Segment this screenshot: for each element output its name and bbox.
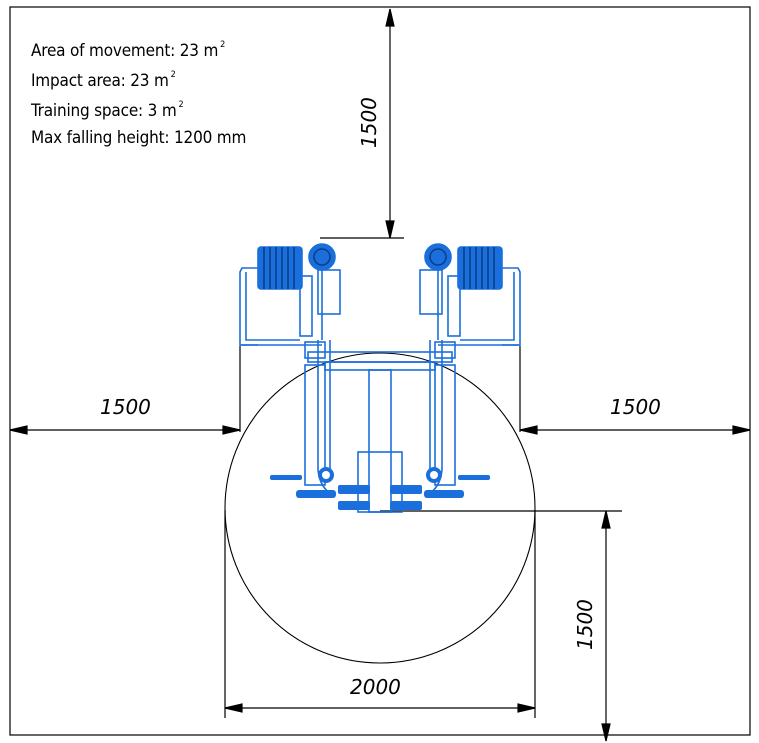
bottom-diameter-dimension [224,510,536,718]
bottom-diameter-label: 2000 [350,675,401,699]
left-dimension-label: 1500 [100,395,151,419]
left-weight-plates [257,246,303,290]
area-of-movement-exponent: 2 [220,40,226,50]
drawing-border [9,6,751,736]
top-dimension-label: 1500 [357,97,381,148]
training-space-exponent: 2 [178,100,184,110]
max-falling-height-text: Max falling height: 1200 mm [31,128,247,148]
impact-area-circle [224,352,536,664]
area-of-movement-text: Area of movement: 23 m [31,41,219,61]
left-dimension [9,346,241,435]
bottom-right-dimension-label: 1500 [573,599,597,650]
right-dimension [519,346,751,435]
fitness-equipment [239,243,521,513]
right-weight-plates [457,246,503,290]
training-space-text: Training space: 3 m [31,101,177,121]
max-falling-height-note: Max falling height: 1200 mm [31,128,246,148]
right-dimension-label: 1500 [610,395,661,419]
impact-area-text: Impact area: 23 m [31,71,169,91]
top-dimension [320,8,404,239]
impact-area-exponent: 2 [170,70,176,80]
bottom-right-dimension [380,510,622,742]
